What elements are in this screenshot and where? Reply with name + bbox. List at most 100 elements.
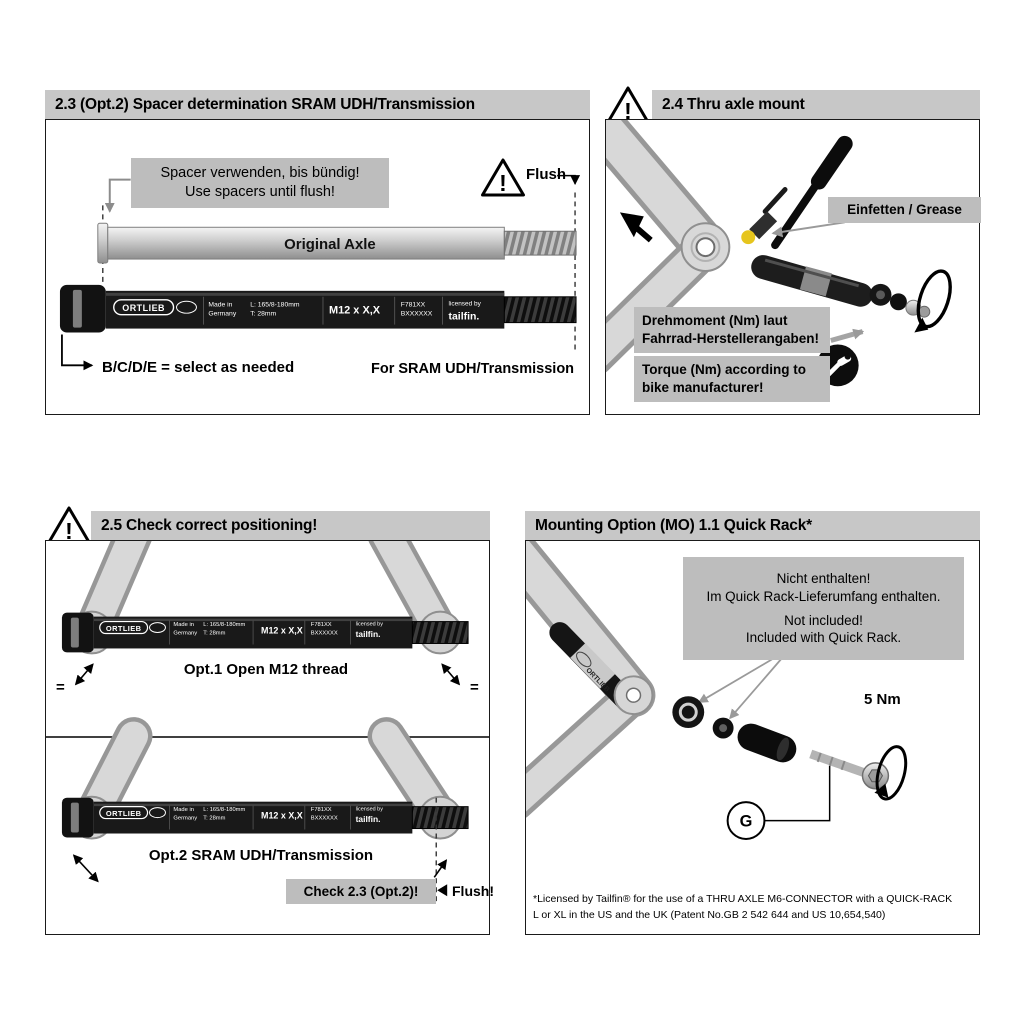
ortlieb-oval-logo-icon [576, 651, 592, 668]
footnote-line-2: L or XL in the US and the UK (Patent No.… [533, 909, 886, 921]
torque-de-2: Fahrrad-Herstellerangaben! [642, 331, 820, 346]
axle-licensed-brand: tailfin. [356, 814, 381, 824]
included-pointer-arrow [729, 658, 782, 720]
panel-2-5-title: 2.5 Check correct positioning! [101, 516, 318, 534]
check-callout: Check 2.3 (Opt.2)! [286, 879, 436, 904]
axle-made-in-2: Germany [208, 311, 236, 318]
check-label: Check 2.3 (Opt.2)! [303, 883, 419, 899]
flush-arrowhead [437, 884, 448, 897]
axle-print: ORTLIEB Made in Germany L: 165/8-180mm T… [113, 296, 482, 325]
axle-code-2: BXXXXXX [311, 816, 338, 822]
insert-direction-arrow [619, 212, 644, 238]
dropout-hole [695, 237, 716, 258]
axle-thread-size: M12 x X,X [261, 626, 303, 636]
dropout-hole [625, 687, 642, 703]
equal-arrow-left [74, 663, 94, 686]
rotation-arrowhead [874, 783, 889, 798]
panel-2-5-header: 2.5 Check correct positioning! [91, 511, 490, 540]
connector-cap [672, 696, 705, 729]
axle-code-2: BXXXXXX [401, 311, 433, 318]
ortlieb-logo-frame [113, 299, 175, 316]
flush-pointer-arrow [557, 174, 581, 186]
grease-pointer-arrow [771, 221, 845, 238]
axle-made-in-1: Made in [173, 807, 194, 813]
axle-length: L: 165/8-180mm [250, 302, 300, 309]
axle-code-1: F781XX [311, 807, 332, 813]
axle-thread-size: M12 x X,X [261, 811, 303, 821]
check-pointer-arrow [433, 859, 448, 878]
axle-brand: ORTLIEB [122, 303, 165, 313]
axle-print: ORTLIEB Made in Germany L: 165/8-180mm T… [99, 805, 384, 830]
axle-opt1-graphic: ORTLIEB Made in Germany L: 165/8-180mm T… [61, 612, 469, 653]
axle-code-1: F781XX [311, 622, 332, 628]
select-bracket-arrow [61, 334, 94, 371]
axle-made-in-1: Made in [173, 622, 194, 628]
included-en-1: Not included! [784, 612, 863, 628]
spacer-callout: Spacer verwenden, bis bündig! Use spacer… [131, 158, 389, 208]
axle-opt2-graphic: ORTLIEB Made in Germany L: 165/8-180mm T… [61, 797, 469, 838]
warning-mark: ! [65, 518, 73, 544]
panel-2-3-title: 2.3 (Opt.2) Spacer determination SRAM UD… [55, 95, 475, 113]
grease-callout: Einfetten / Grease [828, 197, 981, 223]
offset-arrow [72, 854, 99, 883]
panel-2-3-header: 2.3 (Opt.2) Spacer determination SRAM UD… [45, 90, 590, 119]
select-label: B/C/D/E = select as needed [102, 359, 295, 376]
connector-body [737, 723, 797, 763]
flush-label: Flush! [452, 883, 494, 899]
torque-en-2: bike manufacturer! [642, 380, 764, 395]
connector-parts-graphic [672, 696, 890, 790]
axle-brand: ORTLIEB [106, 809, 142, 818]
rotation-arrowhead [914, 317, 929, 333]
bike-frame-graphic [606, 120, 731, 373]
axle-made-in-2: Germany [173, 816, 197, 822]
torque-de-1: Drehmoment (Nm) laut [642, 313, 788, 329]
axle-licensed-by: licensed by [356, 807, 384, 813]
torque-en-1: Torque (Nm) according to [642, 362, 806, 378]
spacer-callout-en: Use spacers until flush! [185, 184, 335, 200]
included-pointer-arrow [697, 658, 773, 703]
washer [889, 293, 907, 311]
axle-length: L: 165/8-180mm [203, 622, 245, 628]
axle-t: T: 28mm [203, 816, 225, 822]
equal-arrow-right [441, 663, 461, 686]
axle-t: T: 28mm [250, 311, 276, 318]
warning-icon: ! [481, 158, 525, 197]
axle-brand: ORTLIEB [106, 624, 142, 633]
included-en-2: Included with Quick Rack. [745, 630, 902, 646]
spacer-pointer-arrow [104, 178, 131, 213]
rotation-arrow-icon [875, 745, 908, 801]
thru-axle-diagram [606, 120, 952, 387]
panel-mo-header: Mounting Option (MO) 1.1 Quick Rack* [525, 511, 980, 540]
axle-licensed-brand: tailfin. [449, 312, 480, 323]
connector-letter: G [740, 813, 753, 831]
equal-sign-left: = [56, 679, 65, 696]
quick-rack-diagram: ORTLIEB [526, 541, 908, 840]
torque-value-label: 5 Nm [864, 691, 901, 708]
spacer-diagram: Original Axle ORTLIEB Made in Germany L:… [59, 174, 581, 371]
ortlieb-axle-graphic: ORTLIEB Made in Germany L: 165/8-180mm T… [59, 284, 577, 333]
torque-callout-de: Drehmoment (Nm) laut Fahrrad-Herstellera… [634, 307, 830, 353]
included-callout: Nicht enthalten! Im Quick Rack-Lieferumf… [683, 557, 964, 660]
connector-letter-line [764, 765, 831, 822]
panel-mo-body: ORTLIEB [525, 540, 980, 935]
flush-label: Flush [526, 166, 566, 183]
ortlieb-oval-logo-icon [176, 300, 197, 314]
original-axle-label: Original Axle [284, 236, 376, 253]
panel-2-3-body: Original Axle ORTLIEB Made in Germany L:… [45, 119, 590, 415]
opt2-label: Opt.2 SRAM UDH/Transmission [148, 847, 374, 864]
positioning-diagram: ORTLIEB Made in Germany L: 165/8-180mm T… [46, 541, 489, 902]
spacer-callout-de: Spacer verwenden, bis bündig! [160, 164, 360, 181]
equal-sign-right: = [470, 679, 479, 696]
hex-socket [867, 769, 884, 783]
axle-t: T: 28mm [203, 631, 225, 637]
axle-code-1: F781XX [401, 302, 426, 309]
panel-2-4-title: 2.4 Thru axle mount [662, 95, 805, 113]
torque-callout-en: Torque (Nm) according to bike manufactur… [634, 356, 830, 402]
bike-frame-graphic [526, 541, 656, 818]
panel-2-4-body: Einfetten / Grease Drehmoment (Nm) laut … [605, 119, 981, 415]
torque-pointer-arrow [830, 328, 865, 343]
axle-length: L: 165/8-180mm [203, 807, 245, 813]
grease-brush-icon [741, 187, 788, 245]
axle-licensed-by: licensed by [449, 301, 482, 308]
axle-lever-graphic [771, 135, 853, 250]
